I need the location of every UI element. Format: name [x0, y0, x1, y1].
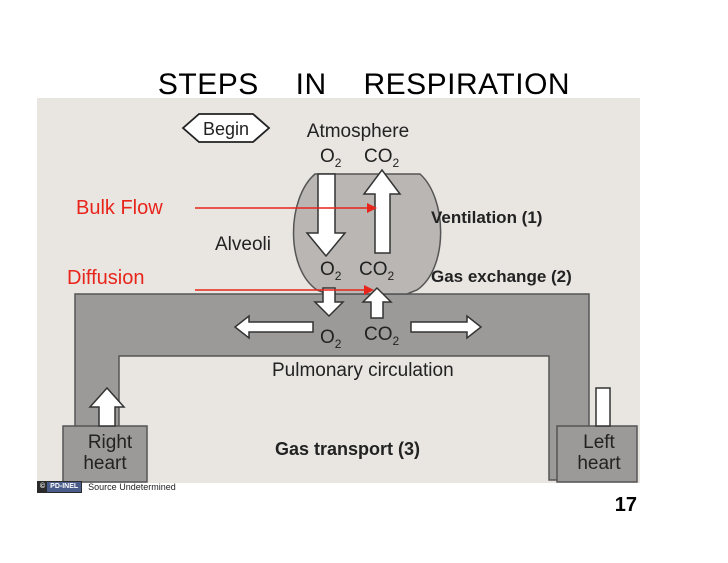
credit-text: Source Undetermined: [88, 482, 176, 492]
right-heart-box: [62, 425, 148, 483]
atmosphere-co2-label: CO2: [364, 146, 400, 170]
title-word-respiration: RESPIRATION: [363, 68, 571, 101]
title-word-steps: STEPS: [157, 68, 259, 101]
begin-label: Begin: [203, 119, 249, 139]
gas-transport-label: Gas transport (3): [275, 439, 420, 459]
capillary-o2-label: O2: [320, 327, 342, 351]
slide-title: STEPS IN RESPIRATION: [0, 68, 728, 102]
begin-marker: [181, 113, 271, 143]
page-number: 17: [614, 494, 637, 516]
alveoli-label: Alveoli: [215, 234, 271, 255]
diffusion-pointer-head: [364, 285, 374, 295]
capillary-co2-label: CO2: [364, 324, 400, 348]
title-word-in: IN: [295, 68, 327, 101]
right-heart-up-arrow: [88, 386, 126, 427]
public-domain-badge[interactable]: © PD-INEL: [37, 481, 83, 493]
atmosphere-o2-label: O2: [320, 146, 342, 170]
alveolar-o2-label: O2: [320, 259, 342, 283]
left-heart-label-line2: heart: [577, 453, 621, 474]
respiration-diagram-svg: Begin Atmosphere O2 CO2 Alveoli Ventilat…: [62, 113, 638, 483]
gas-exchange-label: Gas exchange (2): [431, 267, 572, 286]
diffusion-annotation: Diffusion: [67, 267, 145, 289]
bulk-flow-pointer-head: [367, 203, 377, 213]
diffusion-up-arrow: [361, 286, 393, 319]
right-heart-label-line2: heart: [83, 453, 127, 474]
image-credit: © PD-INEL Source Undetermined: [37, 481, 176, 493]
pulmonary-left-arrow: [233, 314, 314, 340]
ventilation-up-arrow: [362, 168, 402, 254]
respiration-diagram: Begin Atmosphere O2 CO2 Alveoli Ventilat…: [37, 98, 640, 483]
ventilation-label: Ventilation (1): [431, 208, 542, 227]
ventilation-down-arrow: [305, 173, 347, 258]
badge-symbol: ©: [38, 482, 48, 492]
atmosphere-label: Atmosphere: [307, 121, 409, 142]
pulmonary-right-arrow: [410, 314, 483, 340]
bulk-flow-annotation: Bulk Flow: [76, 197, 163, 219]
left-heart-flow-bar: [595, 387, 611, 427]
badge-text: PD-INEL: [47, 482, 82, 492]
left-heart-box: [556, 425, 638, 483]
pulmonary-circulation-label: Pulmonary circulation: [272, 360, 454, 381]
right-heart-label-line1: Right: [88, 432, 133, 453]
alveolar-co2-label: CO2: [359, 259, 395, 283]
left-heart-label-line1: Left: [583, 432, 615, 453]
